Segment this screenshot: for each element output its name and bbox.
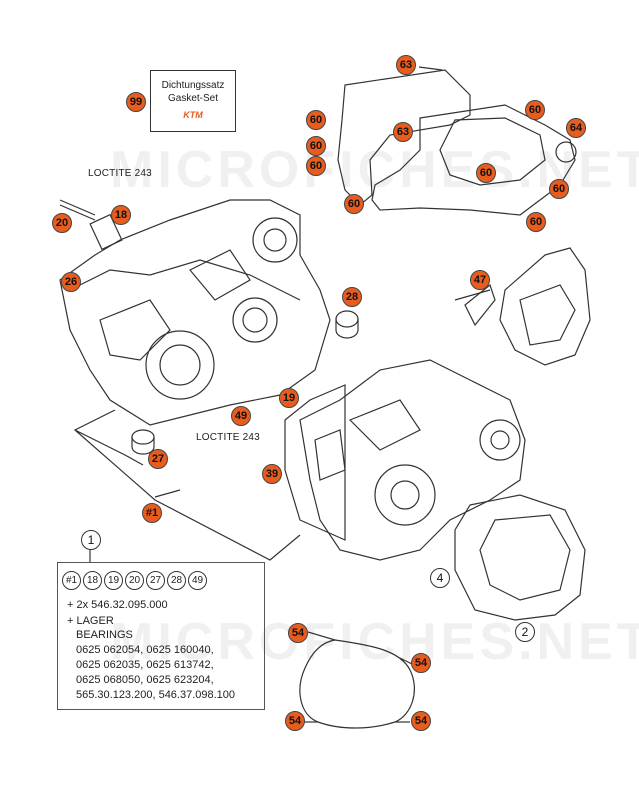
- callout-1[interactable]: 1: [81, 530, 101, 550]
- callout-27[interactable]: 27: [148, 449, 168, 469]
- callout-54-b[interactable]: 54: [411, 653, 431, 673]
- callout-26[interactable]: 26: [61, 272, 81, 292]
- kit-part-list: #1 18 19 20 27 28 49: [62, 571, 207, 590]
- callout-39[interactable]: 39: [262, 464, 282, 484]
- ignition-cover-outline: [454, 494, 586, 621]
- callout-99[interactable]: 99: [126, 92, 146, 112]
- kit-line-7: 565.30.123.200, 546.37.098.100: [76, 689, 236, 701]
- callout-54-a[interactable]: 54: [288, 623, 308, 643]
- callout-63-inner[interactable]: 63: [393, 122, 413, 142]
- kit-chip-49: 49: [188, 571, 207, 590]
- callout-4[interactable]: 4: [430, 568, 450, 588]
- loctite-label-bottom: LOCTITE 243: [196, 432, 260, 443]
- callout-60-e[interactable]: 60: [476, 163, 496, 183]
- kit-line-5: 0625 062035, 0625 613742,: [76, 659, 214, 671]
- callout-19[interactable]: 19: [279, 388, 299, 408]
- gasket-set-label-en: Gasket-Set: [167, 93, 219, 104]
- kit-line-4: 0625 062054, 0625 160040,: [76, 644, 214, 656]
- callout-54-d[interactable]: 54: [411, 711, 431, 731]
- kit-line-3: BEARINGS: [76, 629, 133, 641]
- callout-60-b[interactable]: 60: [306, 110, 326, 130]
- callout-60-g[interactable]: 60: [344, 194, 364, 214]
- kit-line-6: 0625 068050, 0625 623204,: [76, 674, 214, 686]
- ktm-logo: KTM: [183, 110, 203, 120]
- callout-28[interactable]: 28: [342, 287, 362, 307]
- callout-60-f[interactable]: 60: [549, 179, 569, 199]
- cover-piece-outline: [499, 247, 591, 366]
- callout-ref-1[interactable]: #1: [142, 503, 162, 523]
- cylinder-gasket-outline: [337, 69, 471, 206]
- kit-chip-27: 27: [146, 571, 165, 590]
- gasket-set-box: Dichtungssatz Gasket-Set KTM: [150, 70, 236, 132]
- callout-49[interactable]: 49: [231, 406, 251, 426]
- callout-20[interactable]: 20: [52, 213, 72, 233]
- callout-60-d[interactable]: 60: [306, 156, 326, 176]
- right-crankcase-outline: [299, 359, 526, 561]
- kit-chip-ref-1: #1: [62, 571, 81, 590]
- callout-64[interactable]: 64: [566, 118, 586, 138]
- kit-chip-20: 20: [125, 571, 144, 590]
- kit-line-1: + 2x 546.32.095.000: [67, 599, 168, 611]
- kit-chip-28: 28: [167, 571, 186, 590]
- loctite-label-top: LOCTITE 243: [88, 168, 152, 179]
- callout-60-h[interactable]: 60: [526, 212, 546, 232]
- kit-line-2: + LAGER: [67, 615, 114, 627]
- callout-60-c[interactable]: 60: [306, 136, 326, 156]
- gasket-set-label-de: Dichtungssatz: [161, 80, 225, 91]
- callout-47[interactable]: 47: [470, 270, 490, 290]
- callout-63-top[interactable]: 63: [396, 55, 416, 75]
- callout-2[interactable]: 2: [515, 622, 535, 642]
- callout-18[interactable]: 18: [111, 205, 131, 225]
- kit-chip-19: 19: [104, 571, 123, 590]
- callout-60-a[interactable]: 60: [525, 100, 545, 120]
- watermark-bottom: MICROFICHES.NET: [110, 613, 639, 671]
- kit-chip-18: 18: [83, 571, 102, 590]
- left-crankcase-outline: [59, 199, 331, 426]
- crankcase-gasket-outline: [371, 104, 576, 216]
- kit-contents-box: #1 18 19 20 27 28 49 + 2x 546.32.095.000…: [57, 562, 265, 710]
- ignition-gasket-outline: [299, 639, 415, 729]
- callout-54-c[interactable]: 54: [285, 711, 305, 731]
